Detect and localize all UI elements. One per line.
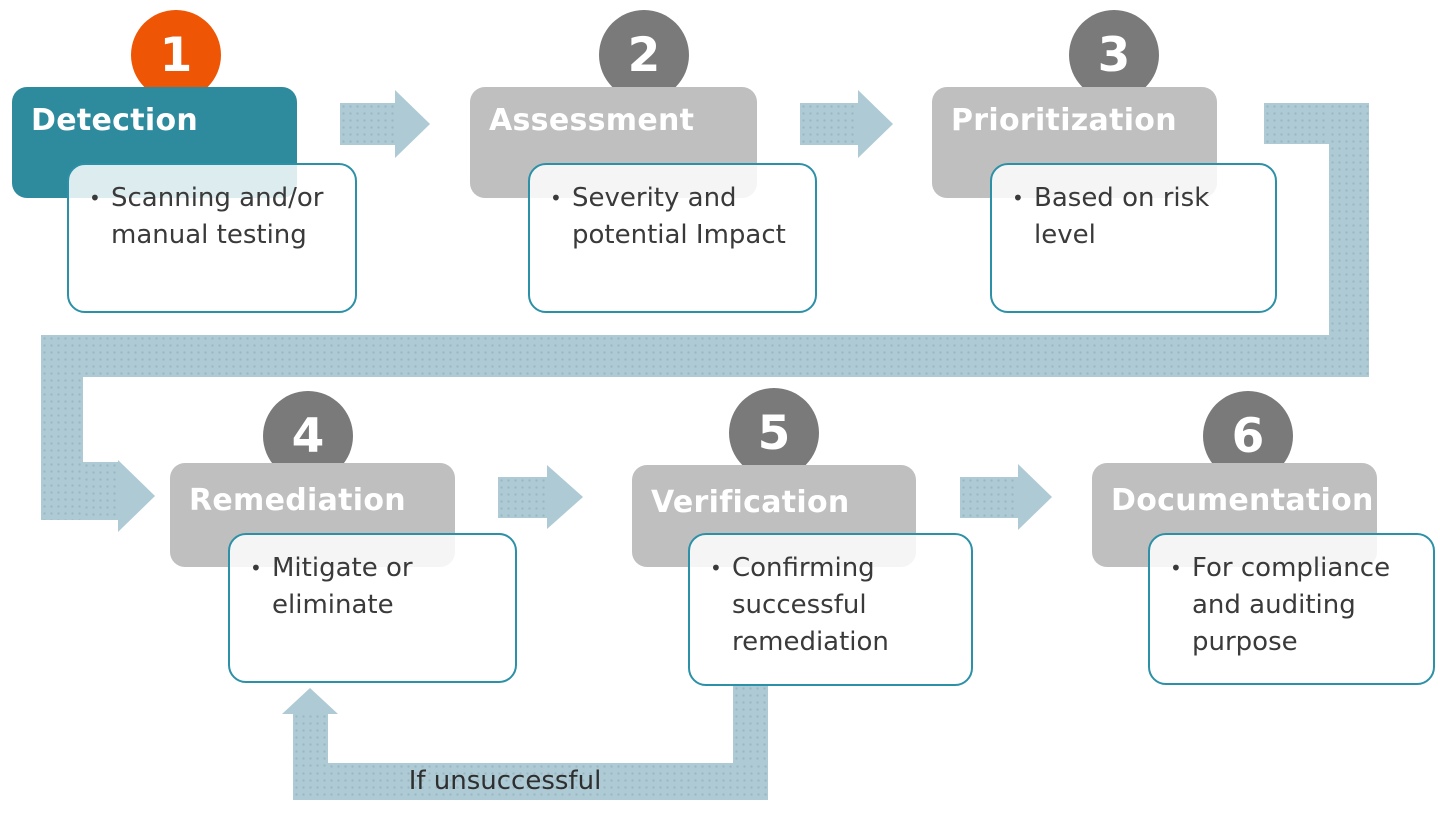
feedback-arrowhead-icon (282, 688, 338, 714)
bullet-icon: • (1012, 186, 1024, 210)
step-1-title: Detection (31, 103, 199, 138)
step-1-number-badge: 1 (131, 10, 221, 100)
flow-arrow-1-2-shaft (340, 103, 395, 145)
wrap-arrow-right-segment (1329, 103, 1369, 377)
wrap-arrow-left-segment (41, 335, 83, 520)
step-2-detail-text: Severity and potential Impact (572, 183, 786, 250)
step-2-number-badge: 2 (599, 10, 689, 100)
step-1-detail-box: • Scanning and/or manual testing (67, 163, 357, 313)
bullet-icon: • (710, 556, 722, 580)
step-4-detail-box: • Mitigate or eliminate (228, 533, 517, 683)
step-1-number: 1 (159, 27, 193, 83)
bullet-icon: • (250, 556, 262, 580)
step-5-title: Verification (651, 485, 850, 520)
step-2-detail-box: • Severity and potential Impact (528, 163, 817, 313)
step-6-number: 6 (1231, 408, 1265, 464)
step-3-number: 3 (1097, 27, 1131, 83)
flow-arrow-2-3-shaft (800, 103, 858, 145)
step-2-title: Assessment (489, 103, 695, 138)
step-6-title: Documentation (1111, 483, 1374, 518)
flow-arrow-5-6-icon (1018, 464, 1052, 530)
feedback-arrow-up-shaft (293, 713, 328, 768)
step-4-title: Remediation (189, 483, 406, 518)
bullet-icon: • (550, 186, 562, 210)
bullet-icon: • (1170, 556, 1182, 580)
wrap-arrowhead-icon (118, 460, 155, 532)
step-3-detail-text: Based on risk level (1034, 183, 1210, 250)
wrap-arrow-shaft (83, 462, 118, 520)
step-5-detail-text: Confirming successful remediation (732, 553, 889, 657)
feedback-arrow-bottom-segment (293, 763, 768, 800)
flow-arrow-2-3-icon (858, 90, 893, 158)
step-4-number: 4 (291, 408, 325, 464)
step-6-detail-box: • For compliance and auditing purpose (1148, 533, 1435, 685)
step-4-detail-text: Mitigate or eliminate (272, 553, 413, 620)
flow-arrow-1-2-icon (395, 90, 430, 158)
step-5-number: 5 (757, 405, 791, 461)
step-2-number: 2 (627, 27, 661, 83)
feedback-label: If unsuccessful (408, 766, 602, 796)
flow-arrow-5-6-shaft (960, 477, 1018, 518)
step-6-detail-text: For compliance and auditing purpose (1192, 553, 1391, 657)
flow-arrow-4-5-icon (547, 465, 583, 529)
step-5-number-badge: 5 (729, 388, 819, 478)
flow-arrow-4-5-shaft (498, 477, 547, 518)
step-3-title: Prioritization (951, 103, 1177, 138)
step-5-detail-box: • Confirming successful remediation (688, 533, 973, 686)
step-3-number-badge: 3 (1069, 10, 1159, 100)
bullet-icon: • (89, 186, 101, 210)
step-3-detail-box: • Based on risk level (990, 163, 1277, 313)
wrap-arrow-middle-segment (41, 335, 1369, 377)
step-1-detail-text: Scanning and/or manual testing (111, 183, 324, 250)
